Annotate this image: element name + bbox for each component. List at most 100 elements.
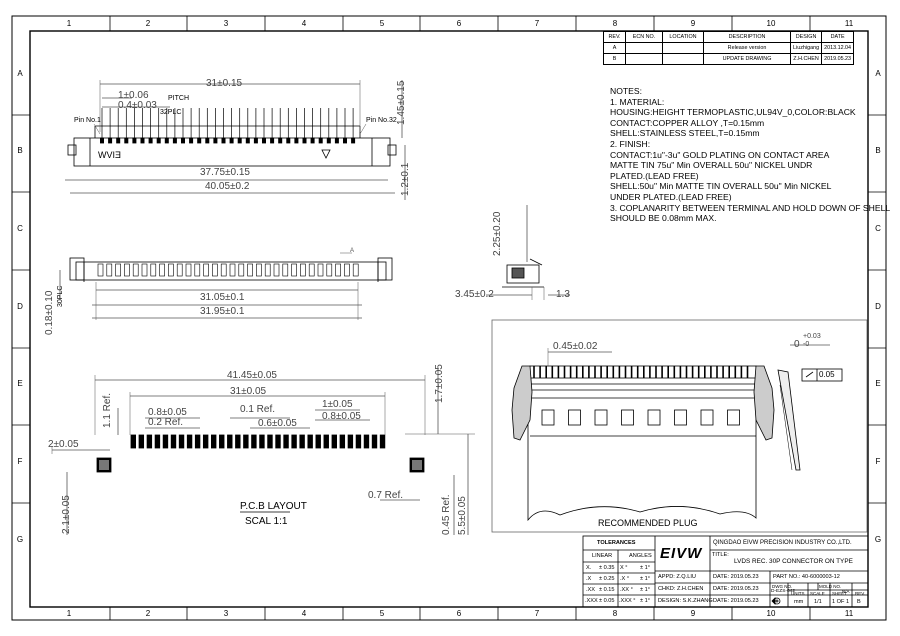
front-pin-contact — [318, 137, 323, 144]
plug-window — [594, 409, 608, 426]
bottom-pin — [273, 263, 280, 277]
pin-32-label: Pin No.32 — [366, 117, 397, 124]
pcb-pad — [355, 434, 362, 449]
front-pin-contact — [253, 137, 258, 144]
pcb-pad — [130, 434, 136, 449]
pcb-layout-scale: SCAL 1:1 — [245, 516, 288, 527]
front-pin-contact — [116, 137, 121, 144]
dim-1-7: 1.7±0.05 — [434, 364, 445, 403]
grid-col-label: 3 — [224, 609, 229, 618]
front-pin-contact — [326, 137, 331, 144]
pcb-pad — [259, 434, 265, 449]
dim-0-8-b: 0.8±0.05 — [322, 411, 361, 422]
rev-header-design: DESIGN — [789, 31, 823, 43]
zone-grid — [12, 16, 886, 620]
bottom-pin — [335, 263, 341, 277]
pcb-pad — [219, 434, 225, 449]
front-pin-contact — [189, 137, 194, 144]
front-pin-contact — [294, 137, 299, 144]
front-pin-contact — [245, 137, 250, 144]
tol-cell: ± 0.35 — [599, 565, 615, 571]
bottom-pin — [106, 263, 113, 277]
units-label: UNITS — [791, 591, 805, 596]
bottom-pin — [159, 263, 165, 277]
dim-0-45: 0.45±0.02 — [553, 341, 598, 352]
pcb-pad — [347, 434, 354, 449]
tol-cell: ± 1° — [640, 598, 650, 604]
front-pin-contact — [197, 137, 202, 144]
grid-col-label: 2 — [146, 19, 151, 28]
front-pin-contact — [310, 137, 315, 144]
bottom-pin — [141, 263, 148, 277]
pcb-pad — [315, 434, 321, 449]
tol-cell: .XXX — [585, 598, 598, 604]
dwg-no-label: DWG NO. — [772, 584, 793, 589]
front-pin-contact — [286, 137, 291, 144]
dim-0-45-ref: 0.45 Ref. — [441, 494, 452, 535]
pcb-pad — [162, 434, 169, 449]
notes-line: CONTACT:COPPER ALLOY ,T=0.15mm — [610, 117, 765, 128]
part-number: PART NO.: 40-6000003-12 — [773, 574, 840, 580]
notes-line: 2. FINISH: — [610, 138, 651, 149]
rev-header-location: LOCATION — [662, 31, 704, 43]
dim-pin-width: 0.4±0.03 — [118, 100, 157, 111]
rev-cell: 2013.12.04 — [821, 42, 855, 54]
side-view — [486, 205, 570, 300]
pcb-pad — [339, 434, 346, 449]
bottom-pin — [185, 263, 192, 277]
bottom-pin — [124, 263, 130, 277]
grid-row-label: E — [875, 379, 880, 388]
bottom-pin — [97, 263, 104, 277]
front-pin-contact — [237, 137, 242, 144]
tol-cell: .X — [586, 576, 592, 582]
dim-1-pcb: 1±0.05 — [322, 399, 353, 410]
pcb-pad — [194, 434, 201, 449]
pcb-pad — [251, 434, 257, 449]
rev-cell — [625, 53, 663, 65]
dwg-number: D-EZS-042 — [771, 589, 795, 594]
designed-by: DESIGN: S.K.ZHANG — [658, 598, 713, 604]
recommended-plug-title: RECOMMENDED PLUG — [598, 518, 698, 528]
front-pin-contact — [156, 137, 161, 144]
tol-cell: .XX ° — [620, 587, 633, 593]
bottom-pin — [256, 263, 262, 277]
dim-0-7-ref: 0.7 Ref. — [368, 490, 404, 501]
rev-header-date: DATE — [821, 31, 855, 43]
rev-cell: 2019.05.23 — [821, 53, 855, 65]
bottom-pin — [308, 263, 315, 277]
grid-row-label: E — [17, 379, 22, 388]
front-pin-contact — [100, 137, 105, 144]
plug-window — [621, 409, 634, 426]
grid-col-label: 10 — [767, 19, 776, 28]
notes-line: HOUSING:HEIGHT TERMOPLASTIC,UL94V_0,COLO… — [610, 107, 856, 118]
grid-row-label: D — [875, 302, 881, 311]
revision-table: REV. ECN NO. LOCATION DESCRIPTION DESIGN… — [603, 31, 855, 65]
tol-cell: ± 1° — [640, 576, 650, 582]
approved-date: DATE: 2019.05.23 — [713, 574, 759, 580]
checked-by: CHKD: Z.H.CHEN — [658, 586, 704, 592]
bottom-pin — [326, 263, 333, 277]
plug-window — [647, 409, 661, 426]
tol-cell: .X ° — [620, 576, 630, 582]
rev-cell: Liuzhigang — [789, 42, 823, 54]
tol-cell: ± 1° — [640, 565, 650, 571]
sheet-value: 1 OF 1 — [832, 599, 850, 605]
tol-cell: ± 0.15 — [599, 587, 615, 593]
front-pin-contact — [164, 137, 169, 144]
title-block — [582, 535, 869, 608]
pcb-pad — [299, 434, 305, 449]
angles-label: ANGLES — [629, 553, 652, 559]
plug-window — [727, 409, 740, 426]
front-pin-contact — [351, 137, 356, 144]
rev-label: REV. — [855, 591, 866, 596]
grid-col-label: 4 — [302, 609, 307, 618]
bottom-pin — [300, 263, 306, 277]
units-value: mm — [794, 599, 804, 605]
front-pin-contact — [270, 137, 275, 144]
bottom-pin — [220, 263, 227, 277]
bottom-pin — [212, 263, 218, 277]
grid-col-label: 6 — [457, 609, 462, 618]
drawing-title: LVDS REC. 30P CONNECTOR ON TYPE — [734, 558, 853, 565]
notes-line: SHELL:STAINLESS STEEL,T=0.15mm — [610, 128, 760, 139]
